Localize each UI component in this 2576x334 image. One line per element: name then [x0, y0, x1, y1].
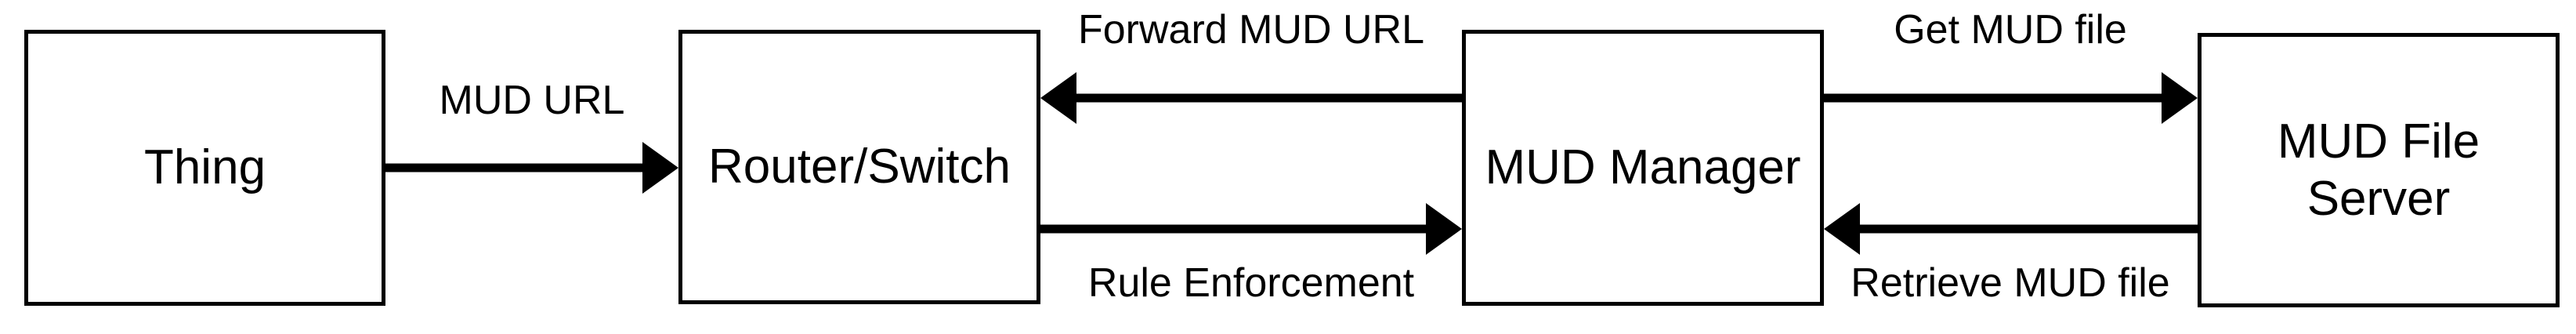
edge-label-retrieve-mud-file: Retrieve MUD file	[1851, 260, 2170, 306]
node-router-switch[interactable]: Router/Switch	[678, 30, 1040, 304]
arrowhead-rule-enforcement	[1426, 203, 1462, 255]
node-label-mud-manager: MUD Manager	[1485, 140, 1801, 195]
arrowhead-retrieve-mud-file	[1824, 203, 1860, 255]
arrowhead-mud-url	[642, 142, 678, 194]
node-mud-manager[interactable]: MUD Manager	[1462, 30, 1824, 306]
node-label-router-switch: Router/Switch	[708, 140, 1011, 194]
node-mud-file-server[interactable]: MUD File Server	[2198, 33, 2560, 307]
edge-label-get-mud-file: Get MUD file	[1894, 7, 2127, 53]
arrowhead-get-mud-file	[2162, 72, 2198, 124]
edge-label-forward-mud-url: Forward MUD URL	[1077, 7, 1425, 53]
node-label-thing: Thing	[143, 140, 266, 195]
edge-label-rule-enforcement: Rule Enforcement	[1087, 260, 1415, 306]
node-thing[interactable]: Thing	[24, 30, 385, 306]
edge-label-mud-url: MUD URL	[439, 78, 625, 123]
arrowhead-forward-mud-url	[1040, 72, 1076, 124]
node-label-mud-file-server: MUD File Server	[2277, 114, 2480, 226]
